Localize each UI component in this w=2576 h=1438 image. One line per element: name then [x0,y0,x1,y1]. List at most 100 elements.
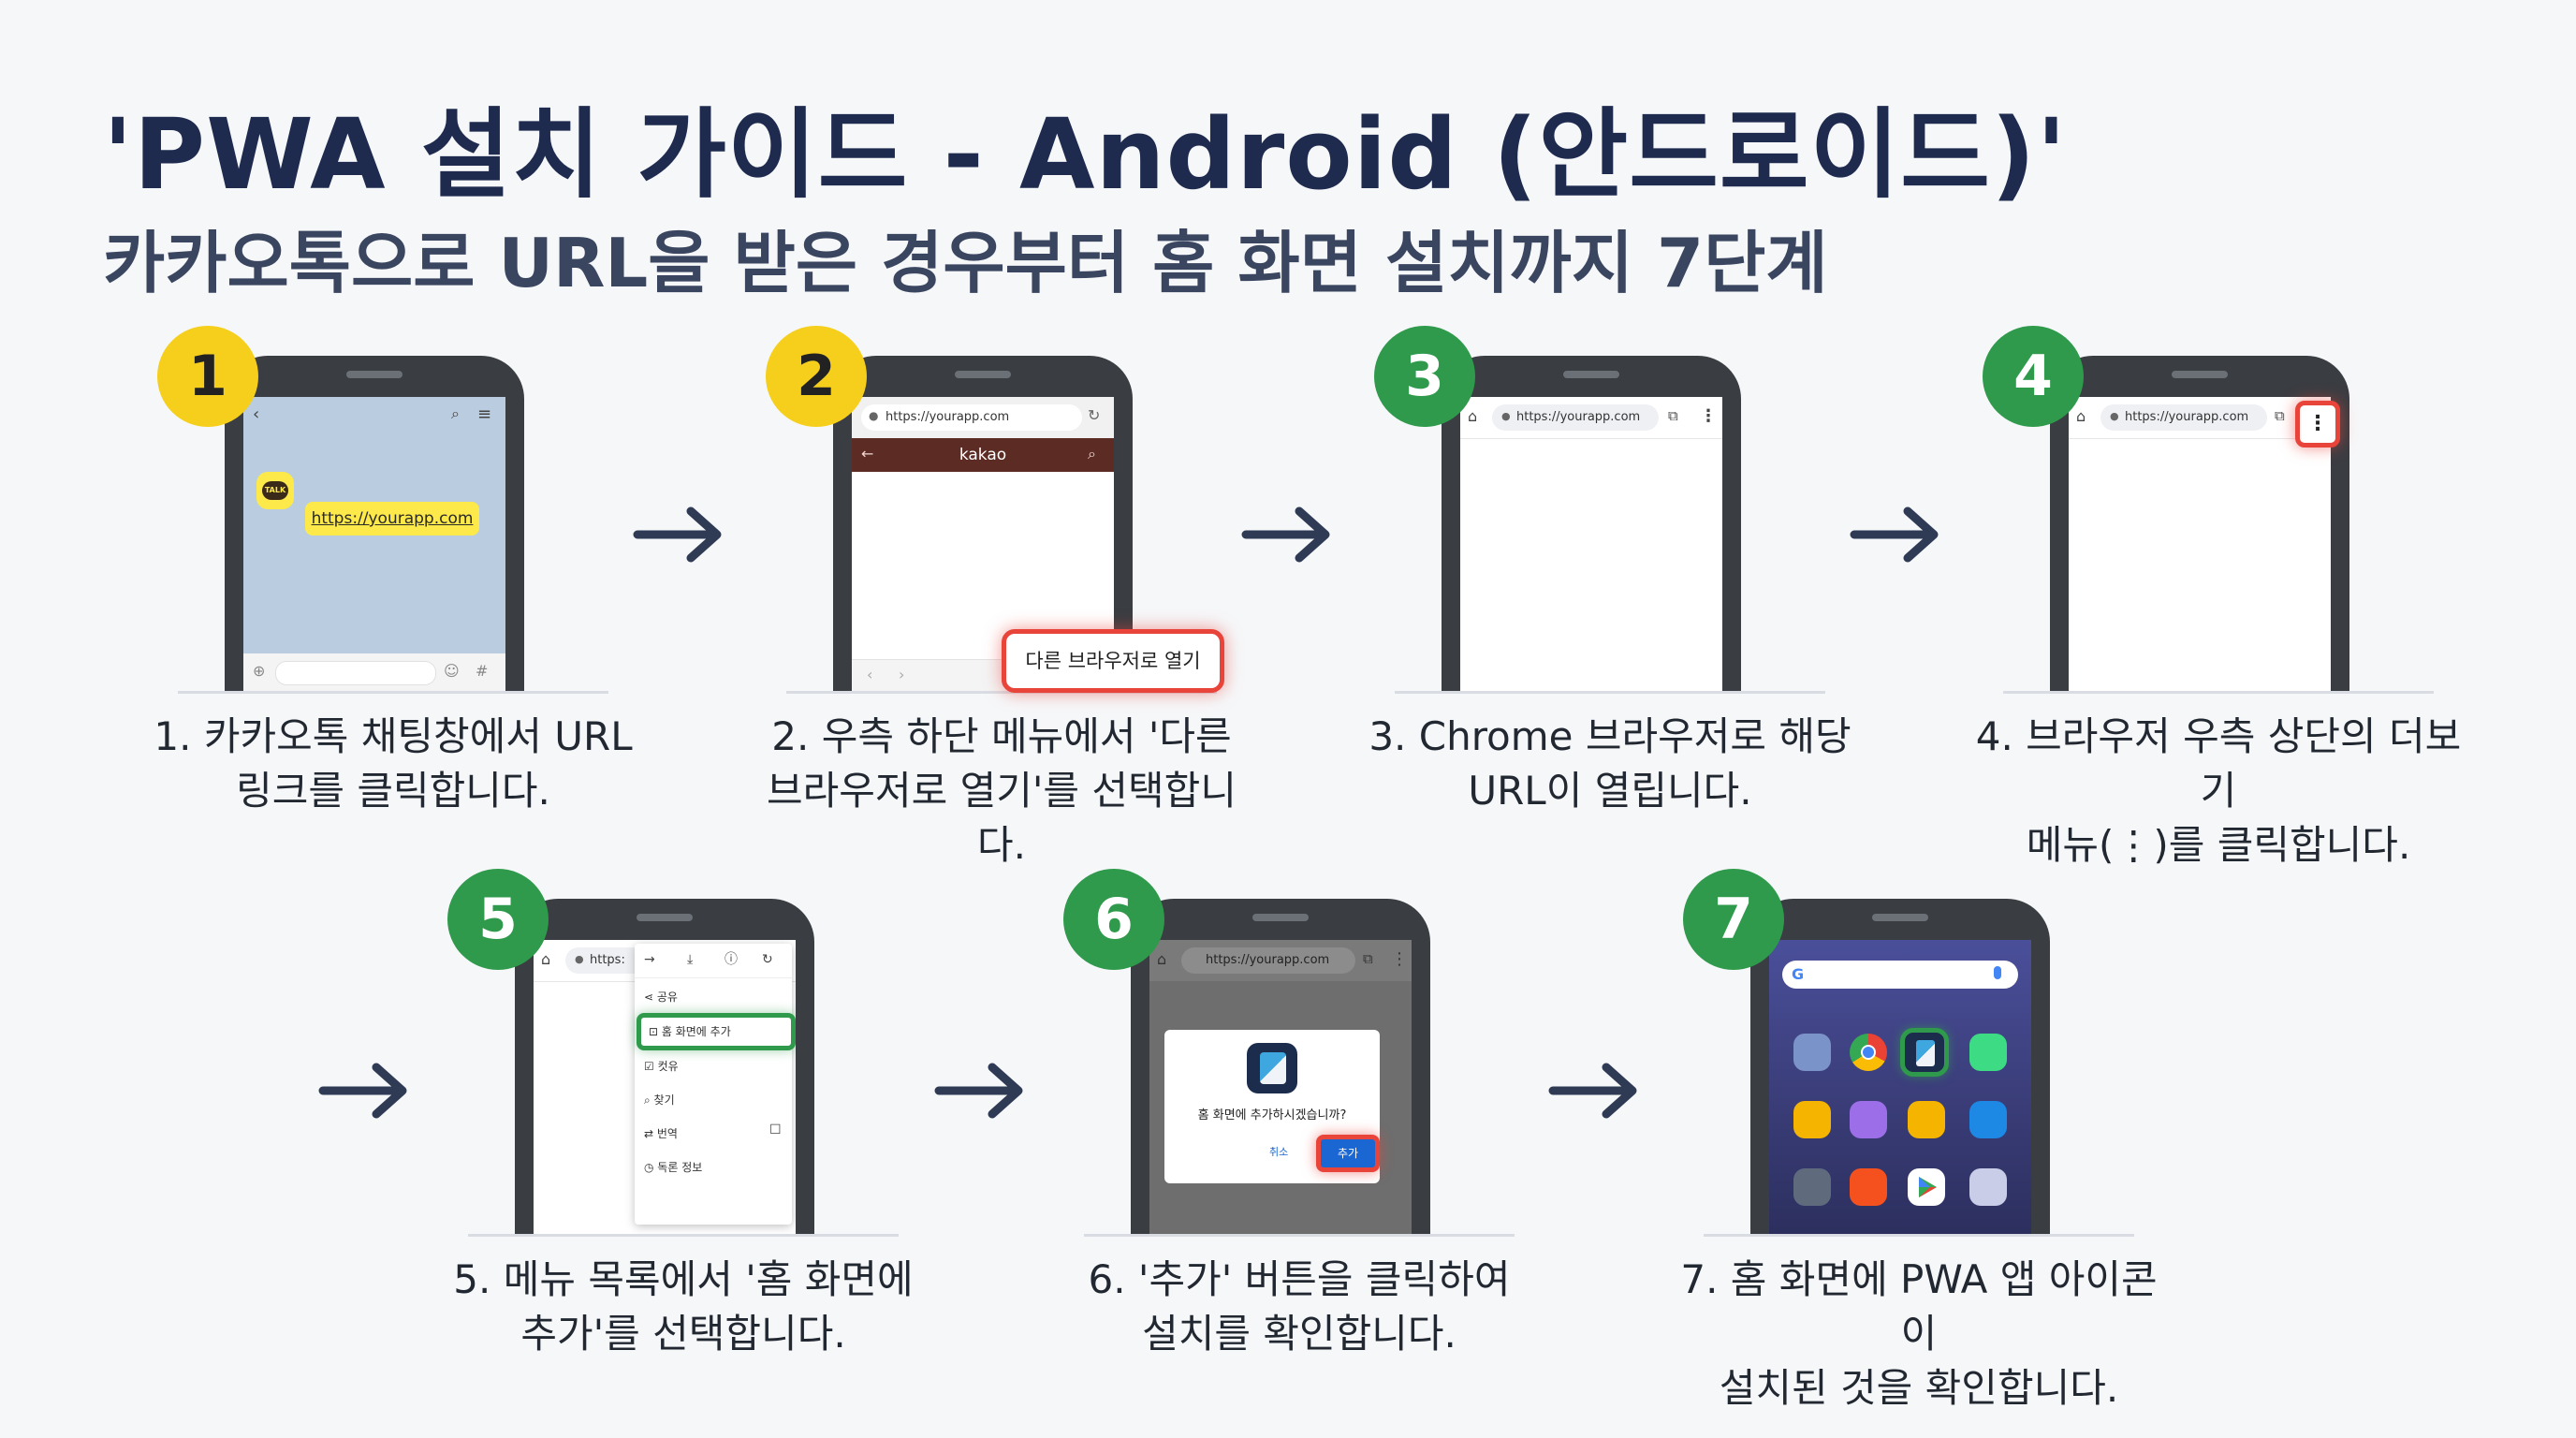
tabs-icon[interactable]: ⧉ [1363,950,1373,967]
step-badge: 4 [1983,326,2084,427]
chrome-toolbar: ⌂ https://yourapp.com ● ⧉ [2069,397,2331,439]
tabs-icon[interactable]: ⧉ [2275,407,2285,424]
plus-icon[interactable]: ⊕ [253,662,266,680]
add-to-home-icon: ⊡ [649,1025,662,1038]
caption-line: 설치를 확인합니다. [1142,1311,1456,1357]
menu-item-add-to-home[interactable]: ⊡ 홈 화면에 추가 [637,1013,796,1050]
url-field[interactable]: https://yourapp.com [1492,404,1659,431]
caption-line: 설치된 것을 확인합니다. [1719,1365,2119,1411]
dialog-question: 홈 화면에 추가하시겠습니까? [1197,1108,1347,1123]
nav-back-icon[interactable]: ‹ [867,666,873,683]
phone-speaker [1563,371,1619,378]
home-screen: G [1769,940,2031,1234]
menu-item-bookmarks[interactable]: ☑ 컷유 [644,1060,679,1073]
app-icon-play-store[interactable] [1908,1168,1945,1206]
url-field[interactable]: https://yourapp.com [861,404,1082,431]
cancel-button[interactable]: 취소 [1269,1146,1289,1158]
step-3-phone-area: ⌂ https://yourapp.com ● ⧉ ⋮ 3 [1374,326,1825,694]
address-bar: https://yourapp.com ● ↻ [852,397,1114,439]
app-icon-calendar[interactable] [1969,1101,2007,1138]
forward-icon[interactable]: → [644,952,655,967]
google-logo-icon: G [1792,965,1805,983]
caption-line: 5. 메뉴 목록에서 '홈 화면에 [453,1256,914,1302]
kakao-talk-avatar: TALK [256,472,294,509]
back-arrow-icon[interactable]: ← [861,445,874,462]
arrow-right-icon [1548,1063,1637,1119]
step-badge: 3 [1374,326,1475,427]
refresh-icon[interactable]: ↻ [1088,406,1101,424]
app-icon-notes[interactable] [1908,1101,1945,1138]
step-badge: 1 [157,326,258,427]
more-menu-button-highlight[interactable]: ⋮ [2295,401,2340,448]
menu-item-find[interactable]: ⌕ 찾기 [644,1093,675,1107]
caption-line: 메뉴(⋮)를 클릭합니다. [2026,822,2411,868]
search-icon[interactable]: ⌕ [1088,445,1096,462]
search-icon: ⌕ [644,1093,654,1107]
step-badge: 5 [447,869,549,970]
app-icon-folder[interactable] [1969,1168,2007,1206]
phone-frame: ⌂ https://yourapp.com ● ⧉ ⋮ [2050,356,2349,691]
home-icon[interactable]: ⌂ [2076,407,2086,425]
app-icon-android[interactable] [1969,1034,2007,1071]
step-7: G 7 7. 홈 화면에 PWA 앱 [1680,869,2158,1411]
phone-frame: https://yourapp.com ● ↻ ← kakao ⌕ ‹ › 다른… [833,356,1224,693]
step-3: ⌂ https://yourapp.com ● ⧉ ⋮ 3 3. Chrome … [1368,326,1852,859]
menu-item-share[interactable]: ⋖ 공유 [644,990,678,1004]
step-2: https://yourapp.com ● ↻ ← kakao ⌕ ‹ › 다른… [766,326,1237,868]
app-icon-files[interactable] [1793,1101,1831,1138]
menu-item-info[interactable]: ◷ 독론 정보 [644,1161,703,1174]
info-icon[interactable]: ⓘ [724,952,738,967]
app-icon-weather[interactable] [1793,1034,1831,1071]
search-icon[interactable]: ⌕ [451,404,460,422]
more-menu-icon[interactable]: ⋮ [2307,412,2328,435]
mic-icon[interactable] [1994,966,2001,979]
message-input[interactable] [275,661,436,685]
url-field[interactable]: https://yourapp.com [1181,947,1355,974]
arrow-right-icon [1241,506,1330,563]
step-caption: 3. Chrome 브라우저로 해당 URL이 열립니다. [1357,710,1863,818]
tabs-icon[interactable]: ⧉ [1668,407,1678,424]
check-icon: ☑ [644,1060,658,1073]
open-in-other-browser-option[interactable]: 다른 브라우저로 열기 [1002,629,1224,693]
step-caption: 1. 카카오톡 채팅창에서 URL 링크를 클릭합니다. [140,710,646,818]
nav-forward-icon[interactable]: › [899,666,905,683]
google-search-bar[interactable]: G [1782,961,2018,989]
phone-frame: G [1750,899,2050,1234]
home-icon[interactable]: ⌂ [1468,407,1478,425]
emoji-icon[interactable]: ☺ [444,662,460,680]
pwa-app-icon [1247,1043,1297,1093]
lock-icon: ● [869,409,879,422]
step-badge: 6 [1063,869,1164,970]
home-icon[interactable]: ⌂ [541,950,551,968]
add-button[interactable]: 추가 [1316,1135,1380,1172]
play-store-icon [1919,1177,1937,1197]
chrome-screen: ⌂ https://yourapp.com ● ⧉ ⋮ [1460,397,1722,691]
step-caption: 4. 브라우저 우측 상단의 더보기 메뉴(⋮)를 클릭합니다. [1966,710,2471,873]
phone-speaker [637,914,693,921]
kakao-input-bar: ⊕ ☺ # [243,653,505,691]
app-icon-settings[interactable] [1793,1168,1831,1206]
refresh-icon[interactable]: ↻ [762,952,773,967]
app-icon-gallery[interactable] [1850,1101,1887,1138]
more-menu-icon[interactable]: ⋮ [1700,406,1717,426]
more-menu-icon[interactable]: ⋮ [1391,949,1408,969]
download-icon[interactable]: ⤓ [687,952,694,967]
home-icon[interactable]: ⌂ [1157,950,1167,968]
url-field[interactable]: https://yourapp.com [2100,404,2267,431]
checkbox-icon[interactable]: ☐ [769,1123,782,1137]
step-4-phone-area: ⌂ https://yourapp.com ● ⧉ ⋮ 4 [1983,326,2434,694]
clock-icon: ◷ [644,1161,658,1174]
app-icon-chrome[interactable] [1850,1034,1887,1071]
chrome-menu-screen: ⌂ https: ● → ⤓ ⓘ ↻ ⋖ 공유 ⊡ 홈 화면에 추가 ☑ 컷유 … [534,940,796,1234]
app-icon-pwa-installed[interactable] [1900,1028,1949,1077]
kakao-topbar: ‹ ⌕ ≡ [243,397,505,434]
url-link-bubble[interactable]: https://yourapp.com [305,502,479,536]
hash-icon[interactable]: # [476,662,489,680]
step-caption: 6. '추가' 버튼을 클릭하여 설치를 확인합니다. [1046,1253,1552,1361]
back-icon[interactable]: ‹ [253,404,260,424]
pwa-logo-mark [1260,1052,1286,1084]
phone-speaker [346,371,402,378]
menu-icon[interactable]: ≡ [477,404,492,424]
app-icon-contacts[interactable] [1850,1168,1887,1206]
menu-item-translate[interactable]: ⇄ 번역 [644,1127,678,1140]
